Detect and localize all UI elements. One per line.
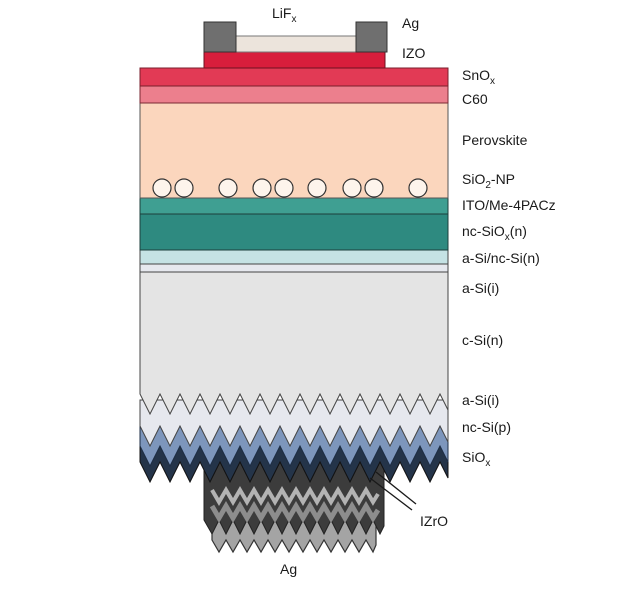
snox-layer (139, 67, 449, 87)
ag-top-label: Ag (402, 15, 419, 31)
nanoparticle (364, 178, 384, 198)
nanoparticle (408, 178, 428, 198)
nanoparticle (152, 178, 172, 198)
nanoparticle (342, 178, 362, 198)
nanoparticle (274, 178, 294, 198)
rear-texture-strips (209, 486, 381, 523)
izro-label: IZrO (420, 513, 448, 529)
front-a-si-i-layer (139, 263, 449, 273)
siox-label: SiOx (462, 449, 490, 469)
asi-i-bottom-label: a-Si(i) (462, 392, 499, 408)
ncsi-p-label: nc-Si(p) (462, 419, 511, 435)
a-si-nc-si-n-layer (139, 249, 449, 265)
izro-leader-line (369, 471, 417, 511)
perovskite-label: Perovskite (462, 132, 528, 148)
asi-ncsi-label: a-Si/nc-Si(n) (462, 250, 540, 266)
ito-label: ITO/Me-4PACz (462, 197, 556, 213)
ag-bottom-label: Ag (280, 561, 297, 577)
nc-siox-n-layer (139, 213, 449, 251)
c60-layer (139, 85, 449, 104)
lif-label: LiFx (272, 5, 296, 25)
snox-label: SnOx (462, 67, 495, 87)
ag-top-contact-left (203, 21, 237, 53)
asi-i-top-label: a-Si(i) (462, 280, 499, 296)
nanoparticle (174, 178, 194, 198)
ncsiox-label: nc-SiOx(n) (462, 223, 527, 243)
lif-layer (235, 35, 357, 53)
nanoparticle (252, 178, 272, 198)
ito-me4pacz-layer (139, 197, 449, 215)
c60-label: C60 (462, 91, 488, 107)
ag-top-contact-right (355, 21, 388, 53)
nanoparticle (218, 178, 238, 198)
sio2np-label: SiO2-NP (462, 171, 515, 191)
csi-label: c-Si(n) (462, 332, 503, 348)
nanoparticle (307, 178, 327, 198)
sio2-nanoparticles (152, 178, 428, 198)
c-si-n-layer (139, 271, 449, 416)
izo-layer (203, 51, 386, 69)
izo-label: IZO (402, 45, 425, 61)
